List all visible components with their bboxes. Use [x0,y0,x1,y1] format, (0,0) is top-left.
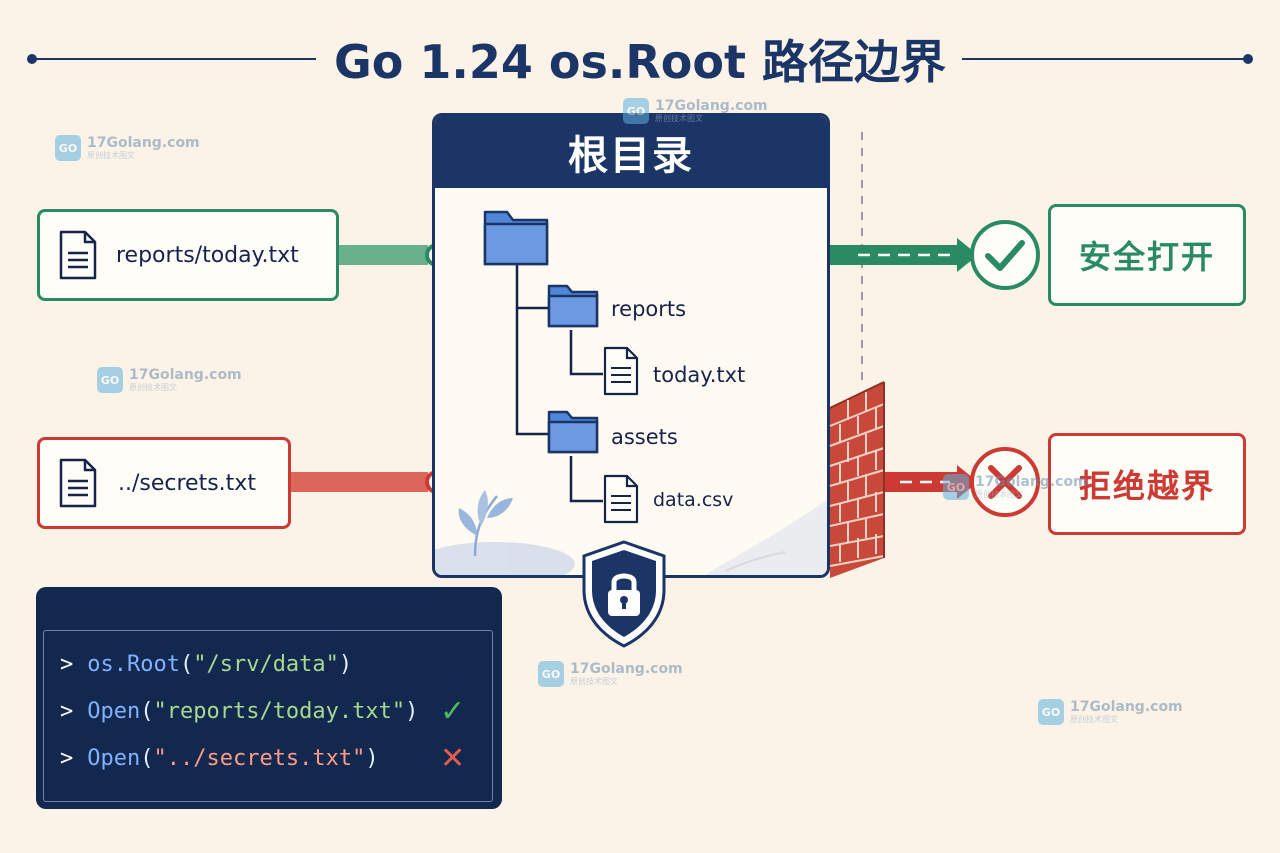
escape-path-text: ../secrets.txt [118,470,256,496]
root-directory-heading: 根目录 [435,116,827,188]
terminal-window [36,587,502,809]
safe-input-connector [338,245,428,265]
directory-tree [435,210,827,575]
watermark-logo-icon: GO [943,474,969,500]
page-title: Go 1.24 os.Root 路径边界 [334,35,946,89]
reports-folder-icon [547,284,599,328]
safe-output-arrow [830,245,960,265]
document-icon [59,458,97,508]
success-check-icon: ✓ [440,694,466,729]
watermark-logo-icon: GO [538,661,564,687]
escape-path-box: ../secrets.txt [37,437,291,529]
assets-folder-icon [547,410,599,454]
hill-decoration [704,500,827,575]
safe-path-box: reports/today.txt [37,209,339,301]
safe-open-result: 安全打开 [1048,204,1246,306]
safe-path-text: reports/today.txt [116,242,299,268]
tree-label-data: data.csv [653,489,734,511]
watermark-logo-icon: GO [623,98,649,124]
terminal-line-2: >Open("reports/today.txt") [60,699,419,724]
watermark-logo-icon: GO [97,367,123,393]
title-right-rule [962,58,1248,60]
escape-input-connector [290,472,428,492]
data-file-icon [603,474,639,524]
today-file-icon [603,346,639,396]
terminal-line-1: >os.Root("/srv/data") [60,652,353,677]
reject-escape-result: 拒绝越界 [1048,433,1246,535]
terminal-content-frame [43,630,493,802]
watermark-logo-icon: GO [1038,699,1064,725]
terminal-line-3: >Open("../secrets.txt") [60,746,379,771]
document-icon [59,230,97,280]
root-folder-icon [483,210,549,266]
shield-lock-icon [582,540,666,648]
plant-decoration [435,490,575,575]
tree-label-reports: reports [611,297,687,321]
brick-wall-icon [829,381,885,578]
check-circle-icon [970,220,1040,290]
root-directory-box: 根目录 [432,113,830,578]
failure-cross-icon: ✕ [440,741,466,776]
title-left-rule [32,58,316,60]
tree-label-assets: assets [611,425,678,449]
title-right-dot [1243,54,1253,64]
watermark-logo-icon: GO [55,135,81,161]
tree-label-today: today.txt [653,363,746,387]
